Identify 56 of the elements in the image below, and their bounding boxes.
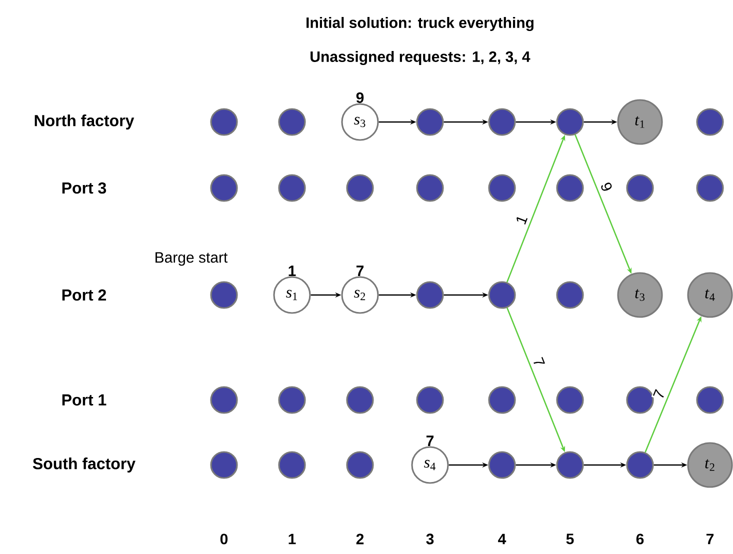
dot [696,174,724,202]
dot [416,108,444,136]
column-number: 6 [636,534,644,544]
dot [210,174,238,202]
dot [488,451,516,479]
dot [210,451,238,479]
dot [416,281,444,309]
dot [556,451,584,479]
dot [210,386,238,414]
dot [626,174,654,202]
edge-label: 7 [534,357,545,364]
dot [626,451,654,479]
row-label: South factory [32,458,136,472]
dot [556,174,584,202]
dot [346,386,374,414]
dot [416,174,444,202]
edge-label: 9 [601,182,612,191]
subtitle: Unassigned requests: 1, 2, 3, 4 [310,50,530,66]
dot [278,386,306,414]
dot [278,108,306,136]
dot [556,108,584,136]
edge-label: 7 [652,389,664,398]
column-number: 2 [356,534,364,544]
dot [488,174,516,202]
row-label: Port 3 [62,182,106,194]
dot [556,386,584,414]
dot [626,386,654,414]
title: Initial solution: truck everything [306,16,534,32]
dot [416,386,444,414]
edge-label: 1 [516,217,528,225]
dot [488,281,516,309]
column-number: 1 [288,534,296,544]
column-number: 4 [498,534,506,544]
dot [556,281,584,309]
row-label: North factory [34,114,134,130]
column-number: 7 [706,534,714,544]
demand-number: 9 [356,92,364,103]
dot [488,108,516,136]
column-number: 5 [566,534,574,544]
column-number: 3 [426,534,434,544]
dot [278,451,306,479]
dot [696,386,724,414]
column-number: 0 [220,534,228,544]
dot [696,108,724,136]
dot [488,386,516,414]
row-label: Port 2 [62,289,106,301]
dot [346,451,374,479]
demand-number: 1 [288,266,296,276]
row-label: Port 1 [62,394,106,406]
barge-start-label: Barge start [156,252,228,266]
demand-number: 7 [426,436,434,446]
dot [346,174,374,202]
dot [210,108,238,136]
demand-number: 7 [356,266,364,276]
dot [210,281,238,309]
dot [278,174,306,202]
